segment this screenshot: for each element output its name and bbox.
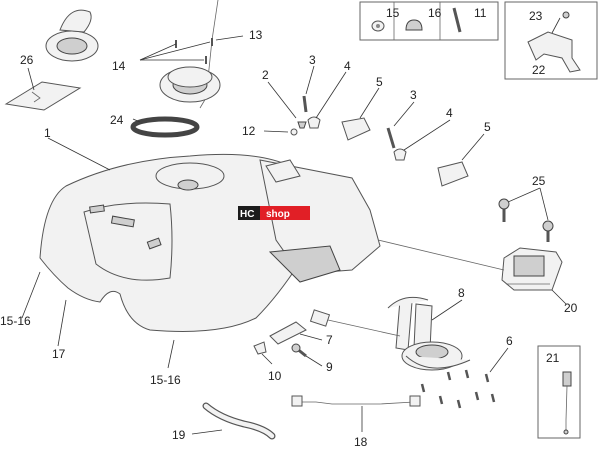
- control-module-part-20: [501, 247, 563, 291]
- rubber-mount-part-5a: [341, 117, 371, 141]
- label-23: 23: [529, 9, 543, 23]
- label-14: 14: [112, 59, 126, 73]
- clip-part-10: [253, 341, 267, 355]
- label-15-16-bottom: 15-16: [150, 373, 181, 387]
- label-8: 8: [458, 286, 465, 300]
- screw-part-11: [452, 7, 462, 33]
- label-15-16-left: 15-16: [0, 314, 31, 328]
- label-20: 20: [564, 301, 578, 315]
- label-21: 21: [546, 351, 560, 365]
- bracket-part-22: [527, 31, 581, 73]
- mounting-hardware: [290, 95, 469, 187]
- grommet-part-4a: [307, 116, 321, 129]
- label-6: 6: [506, 334, 513, 348]
- label-24: 24: [110, 113, 124, 127]
- fuel-pump-part-8: [387, 296, 471, 371]
- sensor-box: [537, 345, 581, 439]
- cap-group-bracket: [199, 0, 219, 109]
- screw-part-23: [562, 11, 570, 19]
- label-22: 22: [532, 63, 546, 77]
- label-15: 15: [386, 6, 400, 20]
- label-12: 12: [242, 124, 256, 138]
- hcshop-logo: HC shop: [238, 206, 310, 220]
- label-7: 7: [326, 333, 333, 347]
- plug-part-16: [405, 19, 423, 31]
- label-4-upper: 4: [344, 59, 351, 73]
- label-2: 2: [262, 68, 269, 82]
- label-17: 17: [52, 347, 66, 361]
- sheet-part-26: [4, 81, 82, 111]
- rubber-mount-part-5b: [437, 161, 469, 187]
- label-3-upper: 3: [309, 53, 316, 67]
- label-11: 11: [474, 6, 487, 20]
- label-10: 10: [268, 369, 282, 383]
- washer-part-12: [290, 128, 298, 136]
- connector-part-7: [309, 309, 401, 337]
- label-16: 16: [428, 6, 442, 20]
- bracket-part-7-plate: [269, 321, 307, 345]
- washer-part-2: [297, 121, 307, 129]
- fuel-cap-assembly: [45, 9, 221, 138]
- label-5-lower: 5: [484, 120, 491, 134]
- screw-part-3a: [302, 95, 308, 113]
- pump-screws-part-6: [420, 369, 496, 409]
- label-4-lower: 4: [446, 106, 453, 120]
- small-parts-box: [359, 1, 499, 41]
- label-18: 18: [354, 435, 368, 449]
- gasket-part-24: [130, 116, 200, 138]
- label-3-lower: 3: [410, 88, 417, 102]
- label-1: 1: [44, 126, 51, 140]
- label-25: 25: [532, 174, 546, 188]
- logo-hc-text: HC: [240, 209, 254, 220]
- label-19: 19: [172, 428, 186, 442]
- fuel-cap-lid: [59, 9, 92, 33]
- label-26: 26: [20, 53, 34, 67]
- fuel-tank-part-1: [39, 153, 381, 332]
- bracket-box: [504, 1, 598, 80]
- grommet-part-4b: [393, 148, 407, 161]
- logo-shop-text: shop: [266, 209, 290, 220]
- wiring-harness-part-18: [291, 395, 421, 407]
- screw-part-3b: [386, 127, 396, 149]
- label-5-upper: 5: [376, 75, 383, 89]
- label-9: 9: [326, 360, 333, 374]
- label-13: 13: [249, 28, 263, 42]
